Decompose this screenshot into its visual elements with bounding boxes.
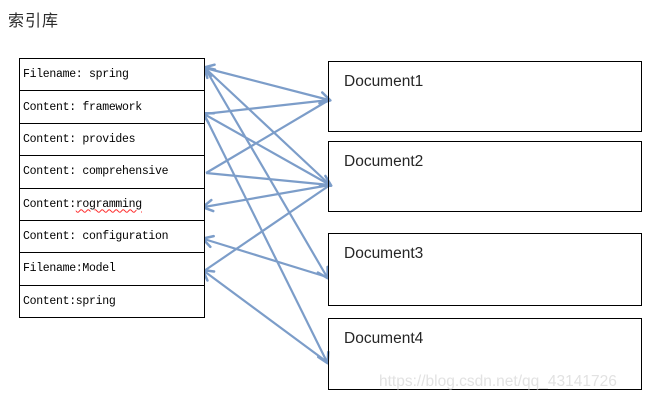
- connection-row2-doc2: [201, 111, 333, 188]
- document-label: Document4: [344, 330, 424, 347]
- document-box-3: Document3: [328, 233, 642, 306]
- connection-row4-doc1: [205, 99, 330, 174]
- document-label: Document3: [344, 245, 424, 262]
- watermark-text: https://blog.csdn.net/qq_43141726: [379, 373, 617, 390]
- document-label: Document2: [344, 153, 424, 170]
- document-box-1: Document1: [328, 61, 642, 132]
- index-row-7: Filename:Model: [20, 253, 204, 286]
- index-row-label: Content: framework: [23, 100, 142, 114]
- connection-row5-doc2: [201, 183, 331, 213]
- index-row-8: Content:spring: [20, 286, 204, 317]
- index-row-4: Content: comprehensive: [20, 156, 204, 189]
- index-row-3: Content: provides: [20, 124, 204, 157]
- index-row-label: Content:spring: [23, 294, 116, 308]
- connection-row1-doc1: [202, 63, 332, 105]
- misspelled-word: rogramming: [75, 197, 142, 211]
- connection-row1-doc2: [202, 65, 331, 186]
- index-row-label: Content: configuration: [23, 230, 169, 244]
- index-row-label: Content: provides: [23, 132, 136, 146]
- connection-row7-doc2: [203, 184, 331, 272]
- index-row-label: Content: comprehensive: [23, 165, 169, 179]
- connection-row2-doc1: [203, 98, 330, 116]
- connection-row2-doc4: [203, 113, 330, 365]
- connection-lines: [201, 63, 333, 365]
- index-row-label: Content:: [23, 197, 76, 211]
- document-box-2: Document2: [328, 141, 642, 212]
- document-box-4: Document4: [328, 318, 642, 390]
- connection-row4-doc2: [205, 171, 331, 187]
- document-label: Document1: [344, 73, 424, 90]
- connection-row7-doc4: [201, 268, 328, 363]
- page-title: 索引库: [8, 13, 60, 30]
- index-row-5: Content:rogramming: [20, 189, 204, 221]
- index-row-label: Filename:Model: [23, 262, 116, 276]
- index-row-6: Content: configuration: [20, 221, 204, 254]
- index-row-1: Filename: spring: [20, 59, 204, 92]
- connection-row1-doc3: [204, 67, 329, 280]
- connection-row6-doc3: [201, 234, 328, 279]
- index-row-label: Filename: spring: [23, 68, 129, 82]
- index-row-2: Content: framework: [20, 91, 204, 124]
